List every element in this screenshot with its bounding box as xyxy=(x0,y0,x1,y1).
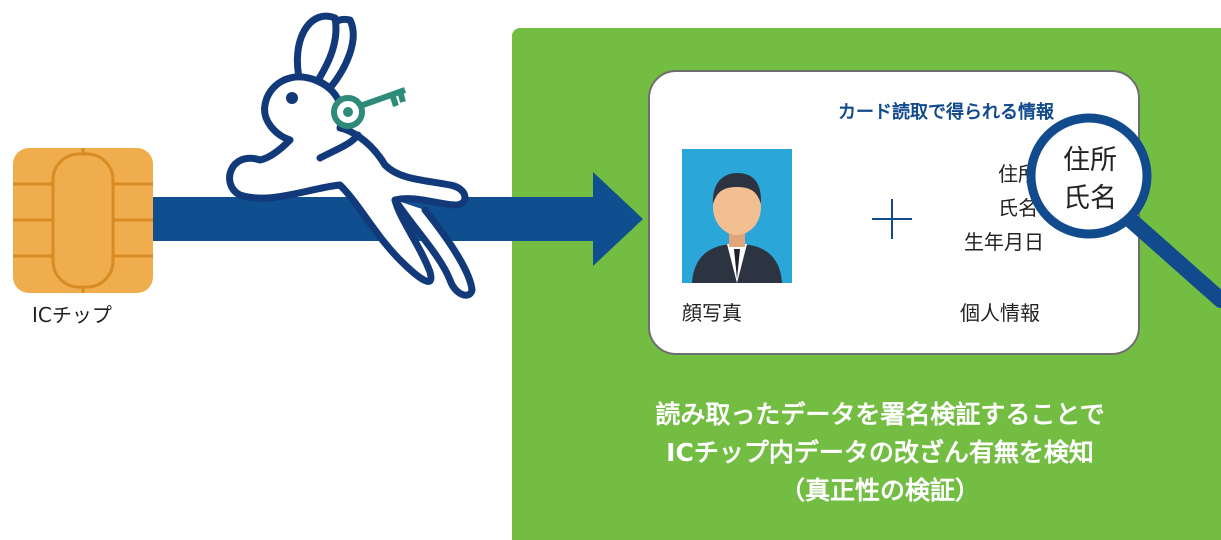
ic-chip-icon xyxy=(13,148,153,293)
data-flow-arrow-head xyxy=(593,172,643,266)
rabbit-with-key-icon xyxy=(226,12,476,299)
description-line-1: 読み取ったデータを署名検証することで xyxy=(655,400,1105,429)
info-birthdate: 生年月日 xyxy=(964,230,1044,254)
face-photo xyxy=(682,149,792,283)
verification-description: 読み取ったデータを署名検証することで ICチップ内データの改ざん有無を検知 （真… xyxy=(560,396,1200,510)
read-information-card: カード読取で得られる情報 顔写真 住所 氏名 生年月日 個人情報 xyxy=(648,70,1140,355)
face-photo-label: 顔写真 xyxy=(682,301,742,325)
person-avatar-icon xyxy=(682,149,792,283)
magnified-address: 住所 xyxy=(1063,145,1117,176)
personal-info-label: 個人情報 xyxy=(960,301,1040,325)
magnifier-icon xyxy=(1026,113,1221,308)
plus-icon xyxy=(872,199,912,239)
description-line-2: ICチップ内データの改ざん有無を検知 xyxy=(666,438,1094,467)
card-title: カード読取で得られる情報 xyxy=(838,102,1054,123)
magnifier: 住所 氏名 xyxy=(1000,100,1221,340)
description-line-3: （真正性の検証） xyxy=(779,476,980,505)
magnified-name: 氏名 xyxy=(1063,183,1117,214)
ic-chip-label: ICチップ xyxy=(32,303,112,327)
